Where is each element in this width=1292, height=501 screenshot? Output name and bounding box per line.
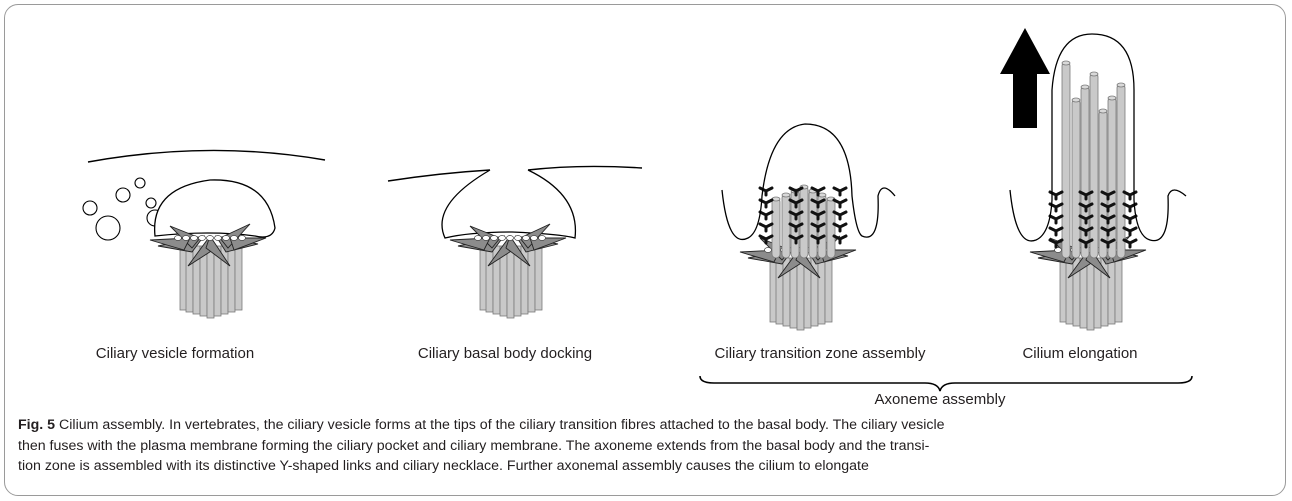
plasma-membrane-right — [528, 166, 642, 170]
axoneme-assembly-brace — [700, 376, 1192, 391]
microtubule-cap — [1099, 109, 1107, 113]
y-shaped-link — [834, 212, 846, 219]
stage-basal-body-docking-illustration — [388, 166, 642, 318]
appendage-bead — [175, 236, 182, 241]
y-shaped-link — [1124, 228, 1136, 235]
stage-label-transition-zone-assembly: Ciliary transition zone assembly — [680, 345, 960, 362]
y-shaped-link — [1050, 228, 1062, 235]
small-vesicle — [96, 216, 120, 240]
axoneme-microtubule — [827, 198, 835, 258]
plasma-membrane — [88, 150, 325, 162]
y-shaped-link — [1124, 216, 1136, 223]
basal-body-microtubule — [186, 246, 193, 312]
basal-body-microtubule — [535, 246, 542, 310]
basal-body-microtubule — [207, 246, 214, 318]
microtubule-cap — [1072, 98, 1080, 102]
small-vesicle — [116, 188, 130, 202]
stage-label-basal-body-docking: Ciliary basal body docking — [400, 345, 610, 362]
figure-number: Fig. 5 — [18, 417, 55, 433]
appendage-bead — [191, 236, 198, 241]
appendage-bead — [507, 236, 514, 241]
stage-transition-zone-illustration — [722, 124, 895, 330]
small-vesicle — [83, 201, 97, 215]
y-shaped-link — [760, 212, 772, 219]
basal-body-microtubule — [1087, 258, 1094, 330]
microtubule-cap — [782, 193, 790, 197]
caption-line-1: In vertebrates, the ciliary vesicle form… — [169, 417, 944, 433]
basal-body-microtubule — [486, 246, 493, 312]
appendage-bead — [239, 236, 246, 241]
basal-body-microtubule — [235, 246, 242, 310]
stage-elongation-illustration — [1000, 28, 1186, 330]
basal-body-microtubule — [818, 258, 825, 324]
basal-body-microtubule — [228, 246, 235, 312]
appendage-bead — [539, 236, 546, 241]
small-vesicle — [146, 198, 156, 208]
microtubule-cap — [1108, 96, 1116, 100]
appendage-bead — [231, 236, 238, 241]
axoneme-microtubule — [1090, 73, 1098, 258]
elongation-arrow — [1000, 28, 1050, 128]
axoneme-microtubule — [772, 198, 780, 258]
appendage-bead — [215, 236, 222, 241]
y-shaped-link — [1050, 216, 1062, 223]
basal-body-microtubule — [797, 258, 804, 330]
axoneme-assembly-label: Axoneme assembly — [840, 391, 1040, 408]
basal-body-microtubule — [507, 246, 514, 318]
axoneme-microtubule — [1099, 110, 1107, 258]
y-shaped-link — [834, 188, 846, 195]
y-shaped-link — [834, 224, 846, 231]
stage-vesicle-formation-illustration — [83, 150, 325, 318]
appendage-bead — [223, 236, 230, 241]
microtubule-cap — [1090, 72, 1098, 76]
caption-title: Cilium assembly. — [59, 417, 165, 433]
ciliary-pocket-membrane — [442, 170, 575, 238]
caption-line-3: tion zone is assembled with its distinct… — [18, 458, 869, 474]
basal-body-microtubule — [1108, 258, 1115, 324]
appendage-bead — [491, 236, 498, 241]
appendage-bead — [199, 236, 206, 241]
appendage-bead — [515, 236, 522, 241]
basal-body-microtubule — [528, 246, 535, 312]
caption-line-2: then fuses with the plasma membrane form… — [18, 438, 929, 454]
small-vesicle — [135, 178, 145, 188]
basal-body-microtubule — [825, 258, 832, 322]
y-shaped-link — [834, 200, 846, 207]
microtubule-cap — [1117, 83, 1125, 87]
basal-body-microtubule — [1115, 258, 1122, 322]
figure-caption: Fig. 5 Cilium assembly. In vertebrates, … — [18, 415, 1270, 477]
microtubule-cap — [1062, 61, 1070, 65]
microtubule-cap — [1081, 85, 1089, 89]
appendage-bead — [499, 236, 506, 241]
axoneme-microtubule — [1072, 99, 1080, 258]
appendage-bead — [183, 236, 190, 241]
stage-label-vesicle-formation: Ciliary vesicle formation — [70, 345, 280, 362]
appendage-bead — [765, 248, 772, 253]
y-shaped-link — [1124, 240, 1136, 247]
basal-body-microtubule — [1066, 258, 1073, 324]
ciliary-membrane — [722, 124, 895, 239]
appendage-bead — [207, 236, 214, 241]
basal-body-microtubule — [776, 258, 783, 324]
stage-label-cilium-elongation: Cilium elongation — [1000, 345, 1160, 362]
axoneme-microtubule — [800, 186, 808, 258]
y-shaped-link — [760, 224, 772, 231]
appendage-bead — [531, 236, 538, 241]
axoneme-microtubule — [782, 194, 790, 258]
appendage-bead — [523, 236, 530, 241]
appendage-bead — [483, 236, 490, 241]
appendage-bead — [475, 236, 482, 241]
axoneme-microtubule — [1117, 84, 1125, 258]
